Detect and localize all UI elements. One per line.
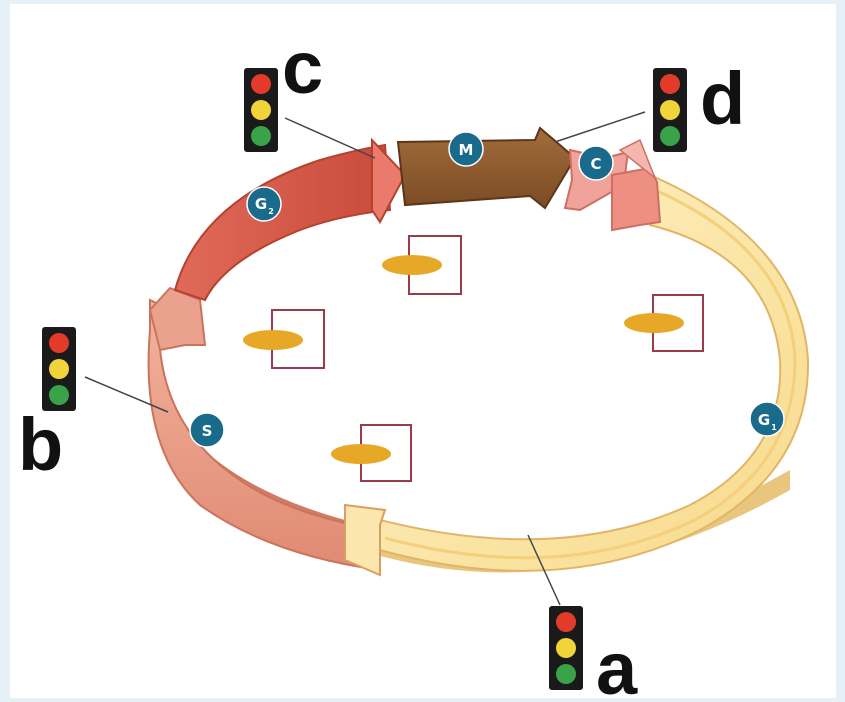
m-segment (396, 126, 577, 210)
leader-line-b (84, 376, 169, 413)
phase-label-g1: G (758, 411, 770, 429)
g2-segment (173, 143, 392, 302)
g1-arrowhead (344, 503, 387, 577)
chromosome-icon (624, 313, 684, 333)
chromosome-icon (331, 444, 391, 464)
phase-sub-g1: 1 (771, 423, 777, 432)
s-side-face (150, 390, 345, 545)
chromosome-icon (243, 330, 303, 350)
g2-arrowhead (371, 137, 407, 224)
phase-marker-g1: G 1 (749, 401, 785, 437)
chromosome-group-3 (624, 294, 704, 352)
chromosome-icon (382, 255, 442, 275)
phase-marker-g2: G 2 (246, 186, 282, 222)
checkpoint-b-traffic-light-icon (42, 327, 76, 411)
checkpoint-label-b: b (18, 403, 63, 486)
checkpoint-label-d: d (700, 57, 745, 140)
phase-marker-c: C (578, 145, 614, 181)
leader-line-d (554, 111, 646, 143)
phase-label-g2: G (255, 195, 267, 213)
c-arrow-tip (618, 138, 657, 181)
leader-line-a (527, 534, 561, 606)
checkpoint-a-traffic-light-icon (549, 606, 583, 690)
checkpoint-d-traffic-light-icon (653, 68, 687, 152)
phase-sub-g2: 2 (268, 207, 274, 216)
phase-label-m: M (459, 141, 474, 159)
s-arrowhead (148, 286, 207, 352)
phase-marker-s: S (189, 412, 225, 448)
checkpoint-label-c: c (282, 26, 323, 109)
phase-marker-m: M (448, 131, 484, 167)
phase-label-s: S (202, 422, 213, 440)
g1-stripe (384, 188, 797, 560)
chromosome-group-4 (331, 424, 412, 482)
phase-label-c: C (590, 155, 601, 173)
checkpoint-label-a: a (596, 627, 638, 702)
checkpoint-c-traffic-light-icon (244, 68, 278, 152)
leader-line-c (284, 117, 376, 159)
c-arrowhead (611, 166, 662, 232)
chromosome-group-1 (382, 235, 462, 295)
chromosome-group-2 (243, 309, 325, 369)
